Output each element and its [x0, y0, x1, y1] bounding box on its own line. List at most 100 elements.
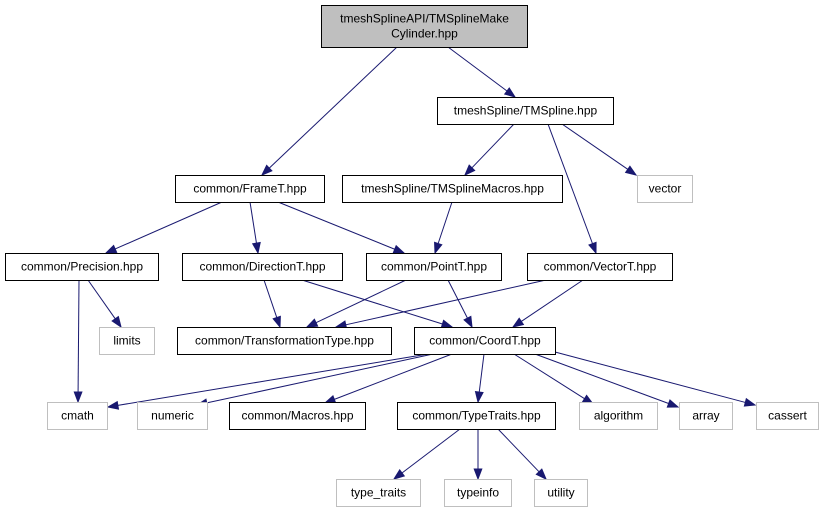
node-coordt[interactable]: common/CoordT.hpp: [414, 327, 556, 355]
node-transformationtype[interactable]: common/TransformationType.hpp: [177, 327, 392, 355]
node-box: [182, 253, 343, 281]
node-box: [679, 402, 733, 430]
edge-pointt-to-coordt: [447, 279, 473, 329]
edge-coordt-to-cmath: [106, 353, 429, 410]
arrow-head-icon: [251, 241, 261, 255]
node-label: utility: [547, 486, 574, 500]
node-box: [5, 253, 159, 281]
node-label: Cylinder.hpp: [391, 27, 458, 41]
edge-typetraits-to-type_traits: [392, 428, 461, 480]
edge-line: [447, 279, 468, 319]
node-vectort[interactable]: common/VectorT.hpp: [527, 253, 673, 281]
node-box: [444, 479, 512, 507]
edge-line: [437, 201, 453, 244]
edge-root-to-framet: [260, 46, 398, 176]
edge-typetraits-to-typeinfo: [473, 429, 483, 481]
arrow-head-icon: [666, 399, 680, 408]
node-limits: limits: [99, 327, 155, 355]
node-array: array: [679, 402, 733, 430]
node-label: algorithm: [594, 409, 643, 423]
node-label: common/FrameT.hpp: [193, 182, 307, 196]
edge-line: [534, 353, 669, 404]
edge-line: [447, 46, 508, 92]
arrow-head-icon: [392, 244, 406, 254]
edge-tmspline-to-vector: [561, 123, 638, 176]
edge-pointt-to-transformationtype: [305, 279, 407, 328]
node-label: typeinfo: [457, 486, 499, 500]
node-directiont[interactable]: common/DirectionT.hpp: [182, 253, 343, 281]
node-box: [756, 402, 819, 430]
edge-line: [334, 353, 453, 400]
edge-line: [206, 353, 434, 404]
node-box: [527, 253, 673, 281]
node-label: numeric: [151, 409, 194, 423]
node-cassert: cassert: [756, 402, 819, 430]
node-vector: vector: [637, 175, 693, 203]
edge-line: [263, 279, 278, 318]
node-box: [229, 402, 366, 430]
arrow-head-icon: [440, 319, 454, 329]
edge-line: [561, 123, 629, 170]
edge-line: [513, 353, 585, 400]
node-label: common/TransformationType.hpp: [195, 334, 374, 348]
edge-line: [301, 279, 443, 325]
node-label: common/TypeTraits.hpp: [412, 409, 541, 423]
arrow-head-icon: [260, 164, 273, 176]
arrow-head-icon: [323, 394, 337, 404]
node-cmath: cmath: [47, 402, 108, 430]
edge-directiont-to-transformationtype: [263, 279, 281, 329]
node-box: [437, 97, 614, 125]
arrow-head-icon: [473, 468, 483, 481]
node-box: [321, 5, 528, 48]
node-numeric: numeric: [137, 402, 208, 430]
edge-line: [117, 353, 429, 406]
arrow-head-icon: [106, 400, 120, 410]
edge-coordt-to-macros: [323, 353, 453, 404]
edge-vectort-to-coordt: [511, 279, 584, 328]
edge-line: [87, 279, 116, 320]
node-typetraits[interactable]: common/TypeTraits.hpp: [397, 402, 556, 430]
node-box: [397, 402, 556, 430]
edge-vectort-to-transformationtype: [334, 279, 547, 330]
edge-coordt-to-array: [534, 353, 680, 408]
arrow-head-icon: [474, 391, 484, 404]
edge-typetraits-to-utility: [497, 428, 547, 481]
node-framet[interactable]: common/FrameT.hpp: [175, 175, 325, 203]
arrow-head-icon: [434, 241, 443, 255]
arrow-head-icon: [272, 315, 281, 329]
node-pointt[interactable]: common/PointT.hpp: [366, 253, 502, 281]
node-label: common/CoordT.hpp: [429, 334, 541, 348]
edge-framet-to-directiont: [249, 201, 261, 255]
node-label: cassert: [768, 409, 807, 423]
edge-tmspline-to-tmsplinemacros: [464, 123, 515, 177]
node-precision[interactable]: common/Precision.hpp: [5, 253, 159, 281]
edge-line: [401, 428, 461, 474]
edge-tmsplinemacros-to-pointt: [434, 201, 453, 255]
edge-line: [478, 353, 485, 393]
node-box: [177, 327, 392, 355]
arrow-head-icon: [588, 241, 597, 255]
node-label: common/Precision.hpp: [21, 260, 143, 274]
edge-precision-to-cmath: [73, 279, 83, 404]
edge-line: [521, 279, 584, 322]
edge-line: [277, 201, 395, 250]
node-typeinfo: typeinfo: [444, 479, 512, 507]
node-label: common/DirectionT.hpp: [199, 260, 325, 274]
node-label: common/PointT.hpp: [381, 260, 487, 274]
node-box: [175, 175, 325, 203]
node-macros[interactable]: common/Macros.hpp: [229, 402, 366, 430]
edge-line: [77, 279, 80, 393]
arrow-head-icon: [464, 164, 476, 177]
node-label: type_traits: [351, 486, 406, 500]
node-label: common/Macros.hpp: [241, 409, 353, 423]
edge-coordt-to-numeric: [195, 353, 434, 408]
node-label: vector: [649, 182, 682, 196]
node-tmspline[interactable]: tmeshSpline/TMSpline.hpp: [437, 97, 614, 125]
edge-line: [249, 201, 257, 244]
edge-line: [554, 351, 746, 403]
edge-framet-to-precision: [104, 201, 223, 254]
node-tmsplinemacros[interactable]: tmeshSpline/TMSplineMacros.hpp: [342, 175, 563, 203]
